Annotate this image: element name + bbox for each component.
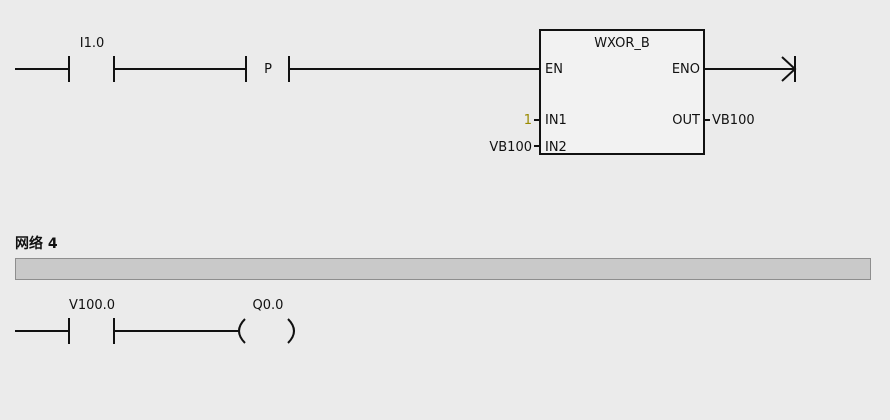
block-en-pin: EN xyxy=(545,62,563,77)
contact-i1-0-label: I1.0 xyxy=(80,36,105,51)
in1-value[interactable]: 1 xyxy=(524,113,532,128)
block-title: WXOR_B xyxy=(594,36,650,51)
contact-v100-0-label: V100.0 xyxy=(69,298,115,313)
in2-value[interactable]: VB100 xyxy=(489,140,532,155)
network-4-title: 网络 4 xyxy=(15,235,58,252)
contact-v100-0[interactable] xyxy=(68,318,115,344)
block-out-pin: OUT xyxy=(672,113,700,128)
eno-arrow-icon xyxy=(781,56,797,82)
block-in2-pin: IN2 xyxy=(545,140,567,155)
block-in1-pin: IN1 xyxy=(545,113,567,128)
coil-q0-0-label: Q0.0 xyxy=(253,298,284,313)
wxor-b-block[interactable] xyxy=(539,29,705,155)
contact-i1-0[interactable] xyxy=(68,56,115,82)
positive-edge-label: P xyxy=(264,62,272,77)
network-4-comment-bar[interactable] xyxy=(15,258,871,280)
coil-q0-0[interactable] xyxy=(238,318,295,344)
out-value[interactable]: VB100 xyxy=(712,113,755,128)
block-eno-pin: ENO xyxy=(672,62,700,77)
